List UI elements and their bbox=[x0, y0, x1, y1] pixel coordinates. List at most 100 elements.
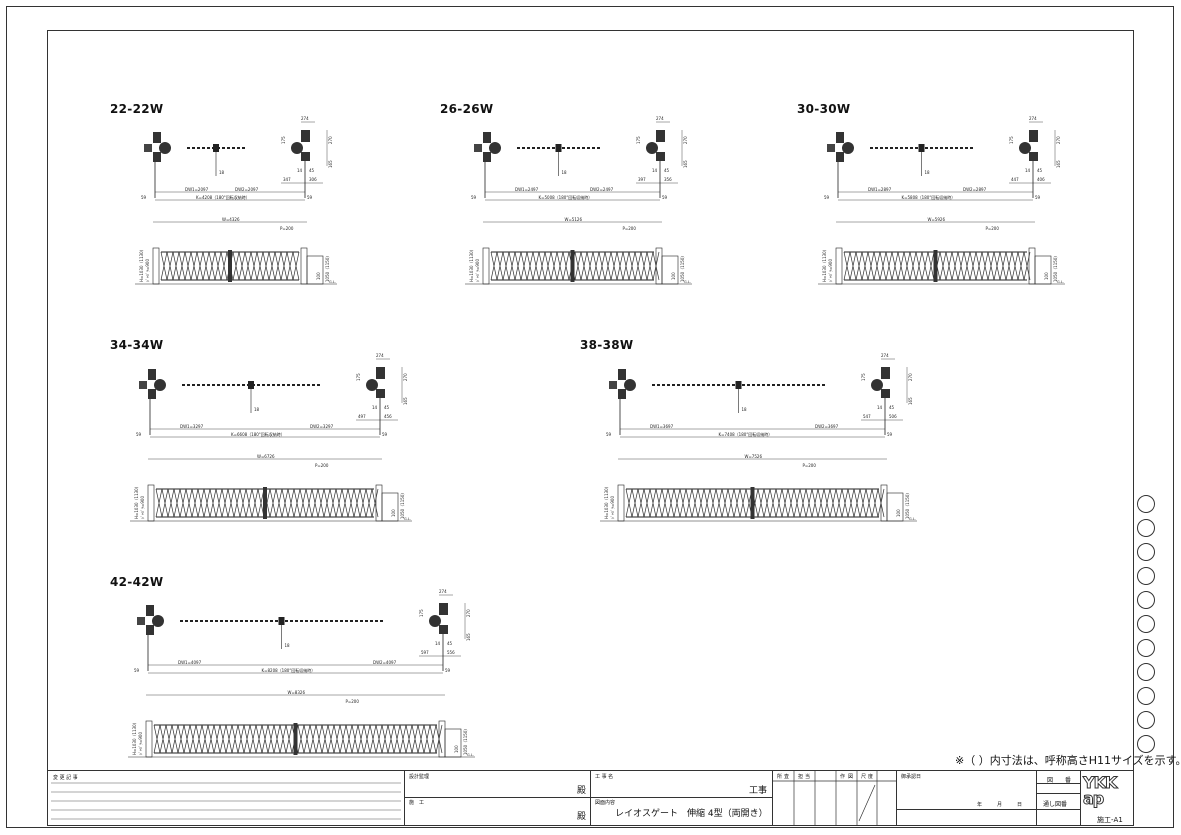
post-left-bottom bbox=[618, 389, 626, 399]
gate-title: 30-30W bbox=[797, 102, 851, 116]
hinge-right bbox=[429, 615, 441, 627]
center-stile bbox=[750, 487, 755, 519]
dim-mr: 556 bbox=[447, 650, 455, 655]
dim-post-right: 59 bbox=[1035, 195, 1041, 200]
post-right-top bbox=[1029, 130, 1038, 142]
dim-w: W=5926 bbox=[928, 217, 946, 222]
dim-hv2: ｼﾞｬﾊﾞﾗ=900 bbox=[828, 259, 833, 282]
dim-hv3: 1050（1150） bbox=[680, 254, 685, 282]
dim-w: W=4326 bbox=[222, 217, 240, 222]
dim-h2: 270 bbox=[908, 373, 913, 381]
dim-ml: 347 bbox=[283, 177, 291, 182]
dim-h1: 175 bbox=[419, 609, 424, 617]
dim-hv1: H=1030（1130） bbox=[139, 247, 144, 282]
center-stile bbox=[228, 250, 232, 282]
dim-rh: 100 bbox=[671, 272, 676, 280]
center-latch bbox=[213, 144, 219, 152]
dim-h5: 45 bbox=[309, 168, 315, 173]
center-latch bbox=[555, 144, 562, 152]
center-latch bbox=[248, 381, 254, 389]
dim-post-right: 59 bbox=[307, 195, 313, 200]
title-block: 変 更 記 事 設計監理 殿 施 工 殿 工 事 名 工事 図面内容 レイオスゲ… bbox=[47, 770, 1134, 826]
approval-column: 御承認日 年 月 日 bbox=[897, 771, 1037, 826]
dim-top: 274 bbox=[376, 353, 384, 358]
post-left-top bbox=[153, 132, 161, 143]
dim-mid: 18 bbox=[219, 170, 225, 175]
center-latch bbox=[918, 144, 925, 152]
dim-hv1: H=1030（1130） bbox=[134, 484, 139, 519]
dim-k: K=8208（180°回転収納時） bbox=[262, 667, 316, 673]
dim-mr: 306 bbox=[309, 177, 317, 182]
dim-dw2: DW2=3297 bbox=[310, 424, 334, 429]
dim-hv3: 1050（1150） bbox=[1053, 254, 1058, 282]
dim-ml: 497 bbox=[358, 414, 366, 419]
post-left bbox=[474, 144, 482, 152]
project-column: 工 事 名 工事 図面内容 レイオスゲート 伸縮 4型（両開き） bbox=[591, 771, 773, 826]
post-right-top bbox=[376, 367, 385, 379]
dim-w: W=5126 bbox=[565, 217, 583, 222]
dim-w: W=6726 bbox=[257, 454, 275, 459]
hinge-left bbox=[489, 142, 501, 154]
post-left-top bbox=[483, 132, 491, 143]
dim-c: 14 bbox=[435, 641, 441, 646]
post-right-top bbox=[656, 130, 665, 142]
post-left-top bbox=[148, 369, 156, 380]
dim-h2: 270 bbox=[683, 136, 688, 144]
dim-p: P=200 bbox=[803, 463, 817, 468]
hinge-right bbox=[366, 379, 378, 391]
dim-dw2: DW2=2897 bbox=[963, 187, 987, 192]
dim-post-left: 59 bbox=[606, 432, 612, 437]
dim-post-right: 59 bbox=[662, 195, 668, 200]
post-left-bottom bbox=[836, 152, 844, 162]
dim-hv1: H=1030（1130） bbox=[604, 484, 609, 519]
dim-mid: 18 bbox=[285, 643, 291, 648]
dim-mid: 18 bbox=[254, 407, 260, 412]
dim-k: K=5008（180°回転収納時） bbox=[539, 194, 593, 200]
drawing-content-title: レイオスゲート 伸縮 4型（両開き） bbox=[615, 809, 768, 819]
dim-mid: 18 bbox=[925, 170, 931, 175]
dim-hv1: H=1030（1130） bbox=[132, 720, 137, 755]
drawing-number-column: 図 番 通し図番 bbox=[1037, 771, 1081, 826]
post-left-bottom bbox=[146, 625, 154, 635]
dim-c: 14 bbox=[1025, 168, 1031, 173]
center-stile bbox=[933, 250, 938, 282]
stamp-columns: 所 査 担 当 作 図 尺 度 bbox=[773, 771, 897, 826]
dim-mr: 356 bbox=[664, 177, 672, 182]
gate-post-right bbox=[300, 247, 308, 285]
dim-h2: 270 bbox=[1056, 136, 1061, 144]
dim-h5: 45 bbox=[447, 641, 453, 646]
post-left-bottom bbox=[148, 389, 156, 399]
hinge-right bbox=[871, 379, 883, 391]
dim-h4: 165 bbox=[908, 397, 913, 405]
dim-mr: 456 bbox=[384, 414, 392, 419]
dim-p: P=200 bbox=[346, 699, 360, 704]
dim-post-left: 59 bbox=[824, 195, 830, 200]
dim-post-left: 59 bbox=[471, 195, 477, 200]
dim-hv2: ｼﾞｬﾊﾞﾗ=900 bbox=[145, 259, 150, 282]
post-right-bottom bbox=[439, 625, 448, 634]
dim-dw1: DW1=2897 bbox=[868, 187, 892, 192]
dim-k: K=6608（180°回転収納時） bbox=[231, 431, 285, 437]
dim-mr: 406 bbox=[1037, 177, 1045, 182]
sheet-number: 施工-A1 bbox=[1097, 816, 1123, 824]
dim-h4: 165 bbox=[683, 160, 688, 168]
gate-post-left bbox=[145, 720, 153, 758]
gate-title: 42-42W bbox=[110, 575, 164, 589]
gate-title: 38-38W bbox=[580, 338, 634, 352]
dim-gl: G.L. bbox=[909, 517, 916, 521]
dim-ml: 447 bbox=[1011, 177, 1019, 182]
hinge-left bbox=[842, 142, 854, 154]
post-right-bottom bbox=[1029, 152, 1038, 161]
dim-mr: 506 bbox=[889, 414, 897, 419]
post-left bbox=[827, 144, 835, 152]
dim-gl: G.L. bbox=[404, 517, 411, 521]
hinge-right bbox=[1019, 142, 1031, 154]
dim-dw1: DW1=3297 bbox=[180, 424, 204, 429]
dim-k: K=4208（180°回転収納時） bbox=[196, 194, 250, 200]
post-right-bottom bbox=[656, 152, 665, 161]
dim-rh: 100 bbox=[896, 509, 901, 517]
dim-gl: G.L. bbox=[1057, 280, 1064, 284]
post-left bbox=[139, 381, 147, 389]
